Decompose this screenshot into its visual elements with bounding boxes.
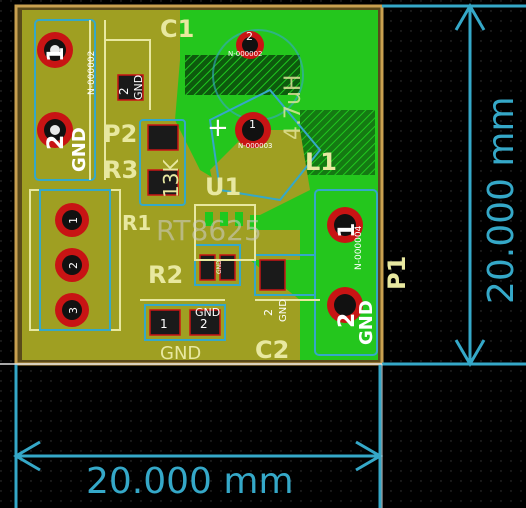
- c2-gnd-label: GND: [278, 299, 289, 322]
- dimension-vertical-label: 20.000 mm: [481, 96, 522, 304]
- p1-pin1-number: 1: [335, 223, 360, 238]
- p1-gnd-label: GND: [356, 300, 377, 345]
- r2-pin2-number: 2: [200, 317, 208, 331]
- small-pad-2: 2: [117, 87, 131, 95]
- c1-plus-sign: +: [207, 113, 229, 143]
- r1-pin2-number: 2: [67, 262, 80, 269]
- c1-pin2-number: 2: [246, 30, 253, 43]
- r3-value-label: 13K: [159, 159, 183, 198]
- r2-label: R2: [148, 261, 183, 289]
- r1-pads[interactable]: [55, 203, 89, 327]
- silkscreen-lines: [89, 20, 320, 301]
- gnd-bottom-label: GND: [160, 343, 201, 364]
- p1-label: P1: [383, 256, 411, 290]
- r3-label: R3: [103, 156, 138, 184]
- c2-pin2-number: 2: [262, 309, 275, 316]
- p1-pin2-number: 2: [335, 313, 360, 328]
- l1-label: L1: [305, 148, 337, 176]
- smd-pads[interactable]: [117, 74, 286, 336]
- ic-value-label: RT8625: [156, 214, 262, 247]
- trace-polygon-2: [200, 230, 300, 260]
- r2-gnd-label: GND: [195, 306, 220, 319]
- c1-net-label: N-000002: [228, 50, 262, 58]
- u1-package: [194, 204, 256, 261]
- c1-pads[interactable]: [235, 31, 271, 148]
- c2-label: C2: [255, 336, 289, 364]
- p1-pads[interactable]: [327, 207, 363, 323]
- p2-pads[interactable]: [37, 32, 73, 148]
- p2-pin2-number: 2: [44, 135, 69, 150]
- component-outlines: [34, 19, 378, 356]
- c1-plus-net-label: N-000003: [238, 142, 272, 150]
- p1-net-label: N-000004: [354, 225, 364, 270]
- r1-pin3-number: 3: [67, 307, 80, 314]
- r2-pin1-number: 1: [160, 317, 168, 331]
- r1-pin1-number: 1: [67, 217, 80, 224]
- dimension-vertical: [382, 3, 526, 367]
- u1-gnd-label: GND: [216, 260, 223, 274]
- c1-label: C1: [160, 15, 194, 43]
- c1-pin1-number: 1: [249, 118, 256, 131]
- u1-label: U1: [205, 173, 241, 201]
- p2-pin1-number: 1: [44, 47, 69, 62]
- dimension-horizontal-label: 20.000 mm: [86, 461, 294, 502]
- small-pad-gnd: GND: [132, 75, 145, 100]
- p2-label: P2: [103, 120, 137, 148]
- dimension-horizontal: [13, 364, 383, 508]
- p2-gnd-label: GND: [69, 127, 90, 172]
- p2-net-label: N-000002: [87, 51, 97, 95]
- r1-label: R1: [122, 211, 151, 235]
- hatched-zone-2: [300, 110, 375, 175]
- inductor-value-label: 4.7uH: [281, 75, 306, 140]
- r1-outline: [39, 189, 111, 331]
